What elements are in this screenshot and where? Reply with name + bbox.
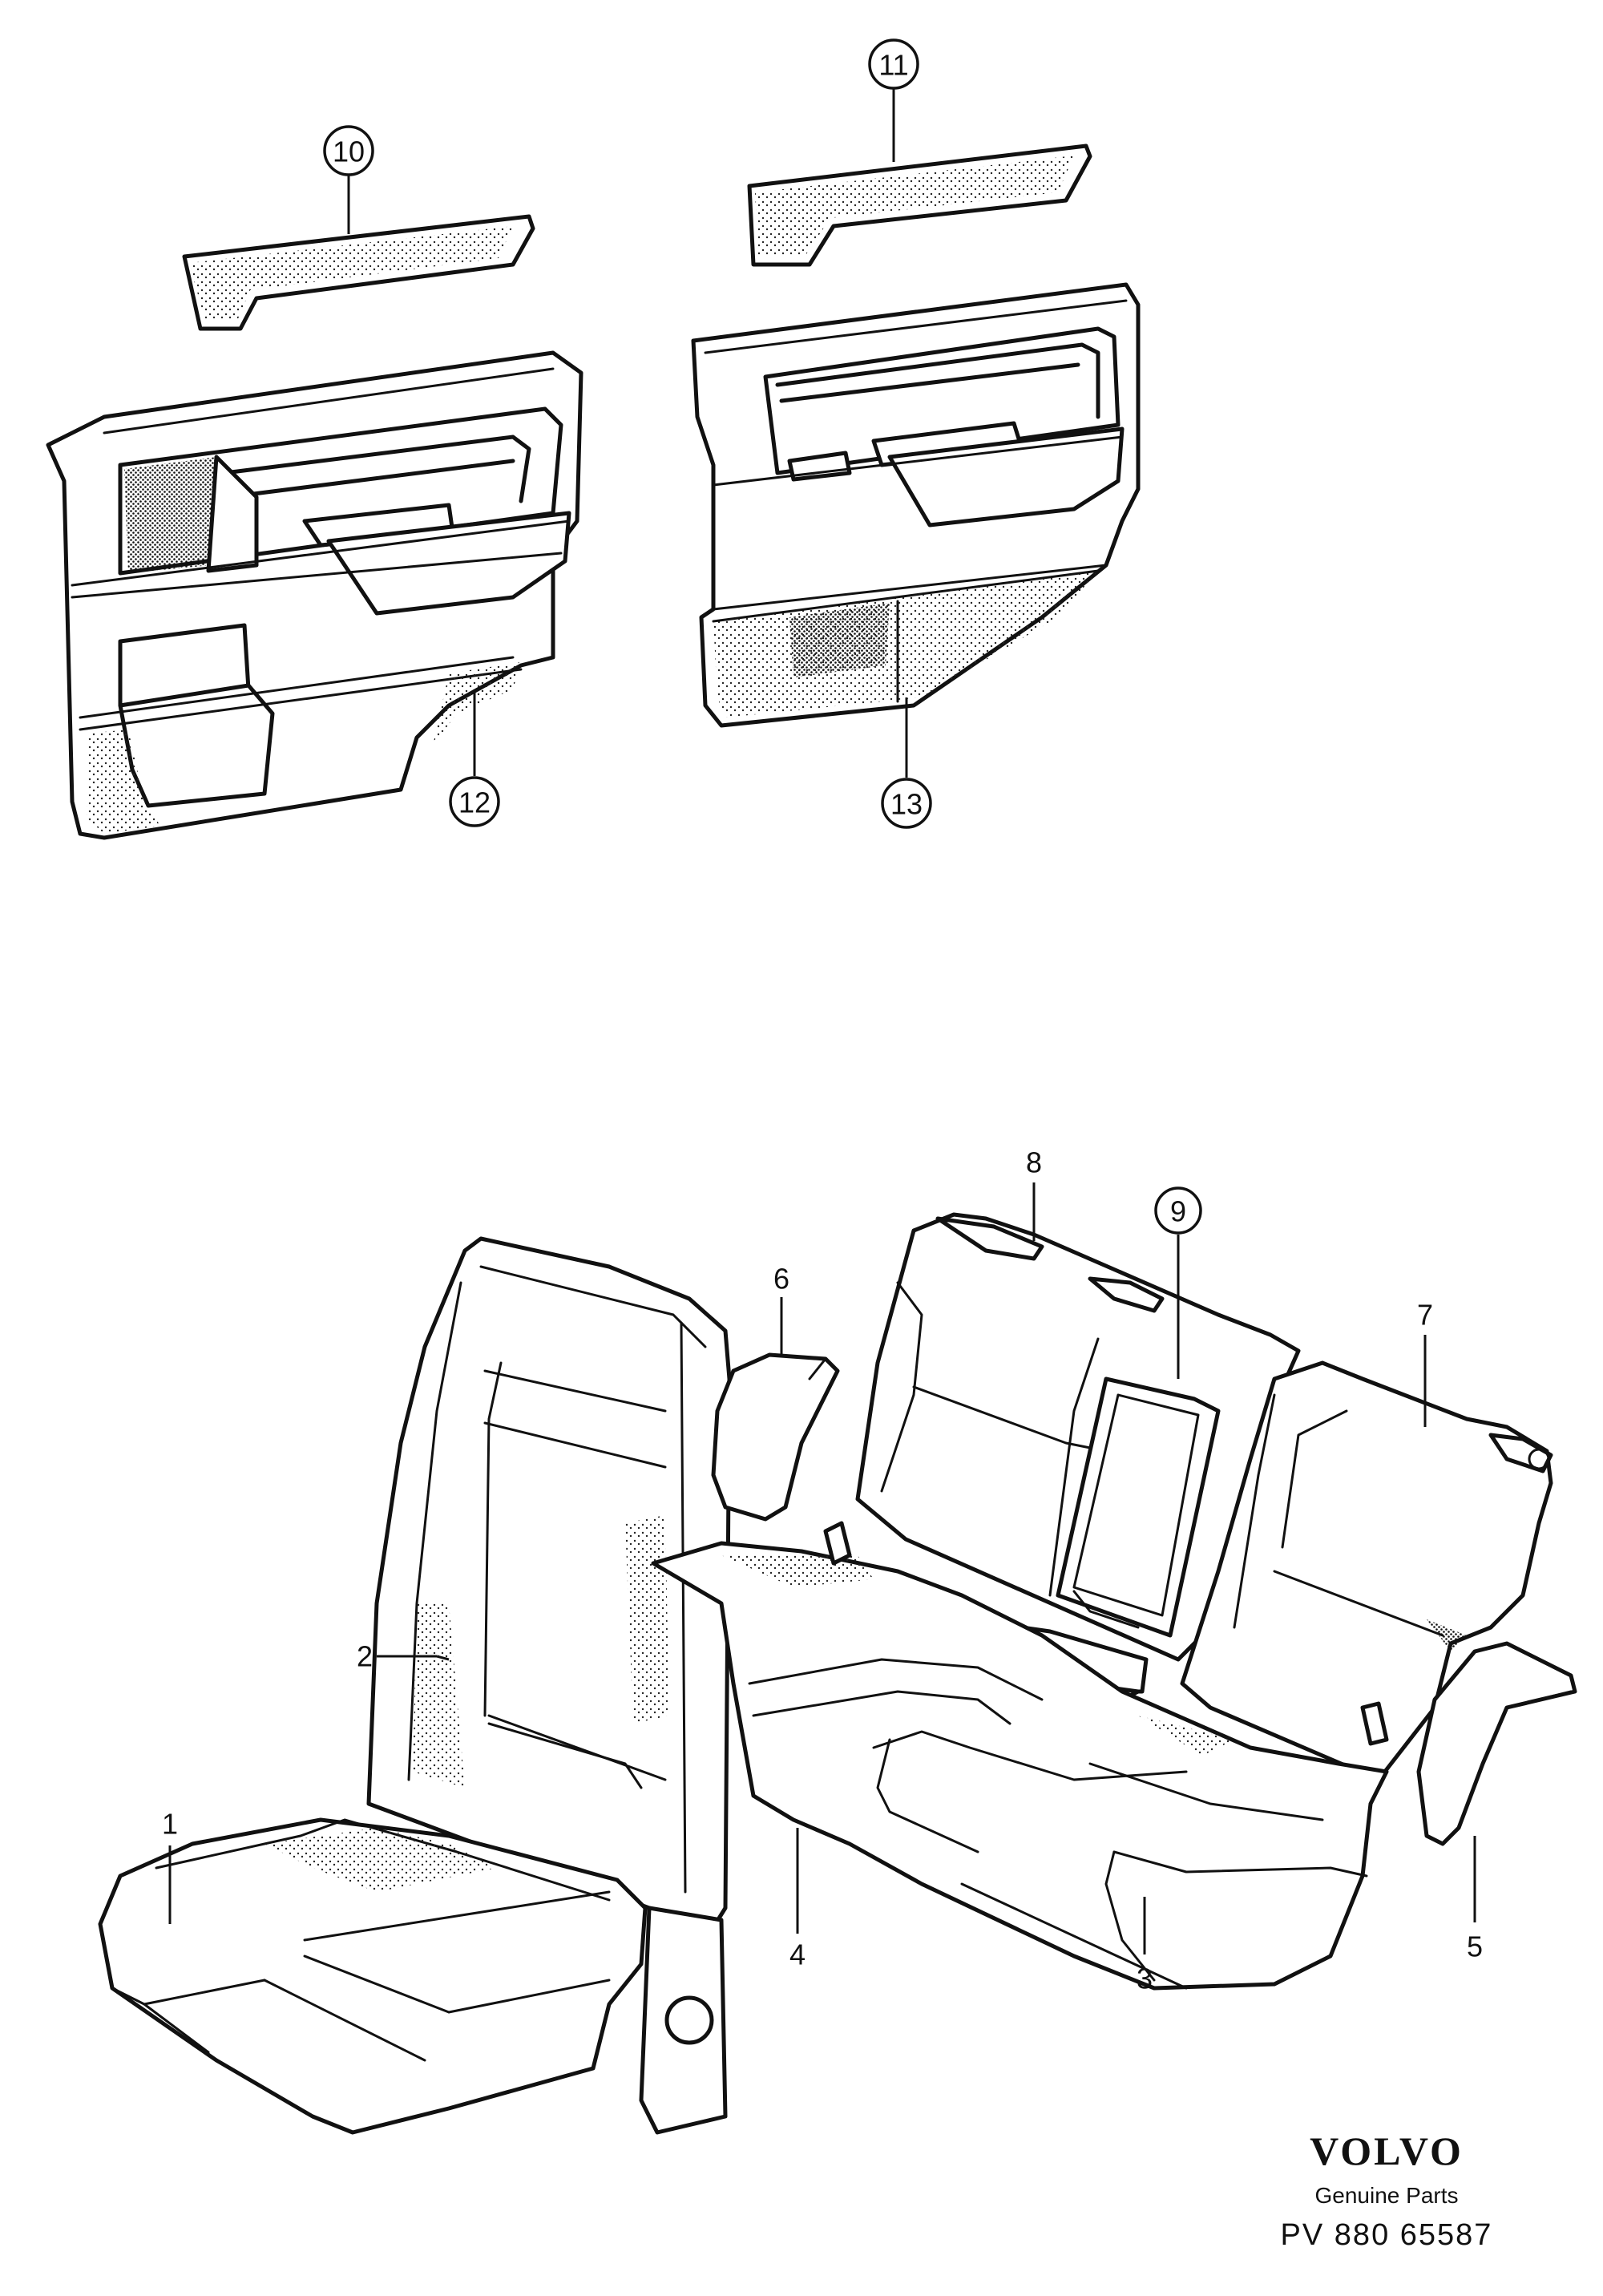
armrest-trim-strip-front [182, 214, 535, 331]
callout-5: 5 [1467, 1930, 1483, 1963]
brand-name: VOLVO [1310, 2128, 1464, 2173]
callout-1: 1 [162, 1808, 178, 1841]
front-seat-illustration [98, 1236, 732, 2135]
rear-door-panel-illustration [691, 282, 1141, 728]
callout-12: 12 [449, 776, 500, 827]
brand-tagline: Genuine Parts [1315, 2183, 1459, 2208]
rear-seat-illustration [651, 1212, 1577, 1991]
svg-text:10: 10 [333, 135, 365, 168]
callout-11: 11 [868, 38, 919, 90]
callout-9: 9 [1154, 1186, 1202, 1235]
callout-3: 3 [1137, 1963, 1153, 1995]
front-door-panel-illustration [46, 350, 583, 840]
callout-13: 13 [881, 778, 932, 829]
brand-block: VOLVO Genuine Parts PV 880 65587 [1281, 2128, 1493, 2252]
callout-4: 4 [789, 1938, 806, 1971]
svg-text:9: 9 [1170, 1195, 1186, 1228]
callout-2: 2 [357, 1640, 373, 1673]
callout-7: 7 [1417, 1299, 1433, 1332]
part-code: PV 880 65587 [1281, 2218, 1493, 2252]
callout-8: 8 [1026, 1146, 1042, 1179]
svg-text:13: 13 [890, 788, 923, 821]
svg-text:11: 11 [878, 49, 908, 82]
callout-10: 10 [323, 125, 374, 176]
callout-6: 6 [773, 1263, 789, 1296]
leader-lines [168, 88, 1476, 1954]
armrest-trim-strip-rear [747, 144, 1092, 267]
svg-text:12: 12 [458, 786, 491, 819]
